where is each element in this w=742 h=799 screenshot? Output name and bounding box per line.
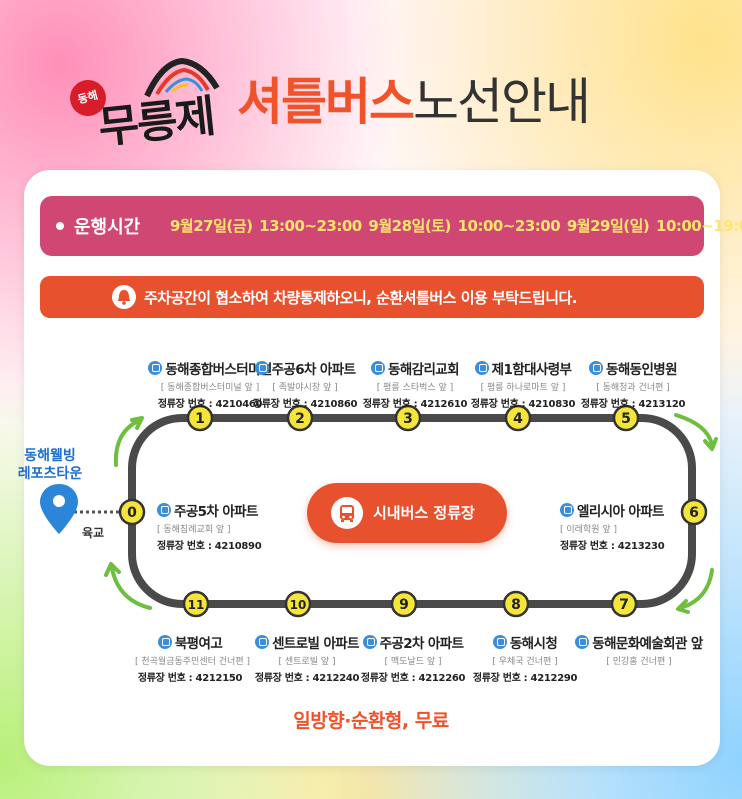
bus-stop-icon [255,635,270,649]
operating-hours-bar: 운행시간 9월27일(금) 13:00~23:00 9월28일(토) 10:00… [40,196,742,256]
stop-name: 동해시청 [470,632,580,652]
stop-2[interactable]: 주공6차 아파트 [ 족발야시장 앞 ] 정류장 번호 : 4210860 [250,358,360,410]
stop-name-text: 동해동인병원 [606,362,678,378]
logo-text: 무릉제 [96,91,217,154]
stop-landmark: [ 평릉 하나로마트 앞 ] [480,383,566,393]
city-bus-stop-label: 시내버스 정류장 [373,504,475,522]
bus-stop-icon [575,635,590,649]
notice-bar: 주차공간이 협소하여 차량통제하오니, 순환셔틀버스 이용 부탁드립니다. [40,276,704,318]
stop-number-code: 정류장 번호 : 4213230 [560,541,665,552]
stop-landmark: [ 우체국 건너편 ] [492,657,558,667]
stop-name-text: 주공5차 아파트 [174,504,258,520]
overpass-label: 육교 [82,526,105,540]
title-rest: 노선안내 [413,73,591,131]
bullet-icon [56,222,64,230]
stop-number-code: 정류장 번호 : 4212610 [362,399,468,410]
hours-times: 9월27일(금) 13:00~23:00 9월28일(토) 10:00~23:0… [170,217,742,235]
stop-name-text: 동해감리교회 [388,362,460,378]
stop-4[interactable]: 제1함대사령부 [ 평릉 하나로마트 앞 ] 정류장 번호 : 4210830 [468,358,578,410]
stop-number-code: 정류장 번호 : 4210860 [252,399,358,410]
stop-name-text: 북평여고 [174,636,223,652]
stop-name-text: 제1함대사령부 [491,362,572,378]
festival-logo: 동해 무릉제 [65,58,220,154]
stop-10[interactable]: 센트로빌 아파트 [ 센트로빌 앞 ] 정류장 번호 : 4212240 [252,632,362,684]
stop-11[interactable]: 북평여고 [ 천곡월금동주민센터 건너편 ] 정류장 번호 : 4212150 [135,632,250,684]
bus-stop-icon [371,361,386,375]
stop-6[interactable]: 엘리시아 아파트 [ 이레학원 앞 ] 정류장 번호 : 4213230 [560,500,665,552]
stop-name: 북평여고 [135,632,245,652]
notice-text: 주차공간이 협소하여 차량통제하오니, 순환셔틀버스 이용 부탁드립니다. [144,289,578,307]
stop-9[interactable]: 주공2차 아파트 [ 맥도날드 앞 ] 정류장 번호 : 4212260 [358,632,468,684]
bus-stop-icon [362,635,377,649]
stop-number-code: 정류장 번호 : 4212260 [360,673,466,684]
origin-label: 동해웰빙 레포츠타운 [10,447,90,483]
stop-landmark: [ 평릉 스타벅스 앞 ] [376,383,454,393]
stop-landmark: [ 맥도날드 앞 ] [384,657,442,667]
stop-3[interactable]: 동해감리교회 [ 평릉 스타벅스 앞 ] 정류장 번호 : 4212610 [360,358,470,410]
stop-number-code: 정류장 번호 : 4213120 [580,399,686,410]
bus-stop-icon [492,635,507,649]
bus-stop-icon [474,361,489,375]
bell-icon [112,285,136,309]
hours-label: 운행시간 [74,217,141,238]
stop-name: 동해문화예술회관 앞 [575,632,703,652]
stop-number-code: 정류장 번호 : 4210830 [470,399,576,410]
stop-name: 엘리시아 아파트 [560,500,664,520]
stop-landmark: [ 동해청과 건너편 ] [596,383,670,393]
bus-stop-icon [148,361,163,375]
origin-label-line1: 동해웰빙 [24,448,76,464]
stop-landmark: [ 이레학원 앞 ] [560,525,618,535]
stop-name-text: 동해시청 [509,636,558,652]
stop-landmark: [ 센트로빌 앞 ] [278,657,336,667]
stop-8[interactable]: 동해시청 [ 우체국 건너편 ] 정류장 번호 : 4212290 [470,632,580,684]
header: 동해 무릉제 셔틀버스노선안내 [0,0,742,170]
stop-landmark: [ 천곡월금동주민센터 건너편 ] [135,657,250,667]
stop-1[interactable]: 동해종합버스터미널 [ 동해종합버스터미널 앞 ] 정류장 번호 : 4210460 [148,358,272,410]
stop-landmark: [ 동해종합버스터미널 앞 ] [160,383,260,393]
stop-5[interactable]: 동해동인병원 [ 동해청과 건너편 ] 정류장 번호 : 4213120 [578,358,688,410]
stop-name: 주공2차 아파트 [358,632,468,652]
title-highlight: 셔틀버스 [237,73,415,131]
stop-landmark: [ 민강홈 건너편 ] [606,657,672,667]
bus-stop-icon [589,361,604,375]
stop-name-text: 센트로빌 아파트 [272,636,359,652]
stop-name: 동해감리교회 [360,358,470,378]
fan-icon [144,58,220,98]
stop-name-text: 엘리시아 아파트 [577,504,664,520]
stop-name-text: 동해문화예술회관 앞 [592,636,703,652]
page-title: 셔틀버스노선안내 [237,72,591,132]
stop-landmark: [ 족발야시장 앞 ] [272,383,338,393]
bus-stop-icon [560,503,574,517]
origin-label-line2: 레포츠타운 [17,466,83,482]
stop-7[interactable]: 동해문화예술회관 앞 [ 민강홈 건너편 ] [575,632,703,667]
stop-name: 제1함대사령부 [468,358,578,378]
stop-name-text: 주공2차 아파트 [379,636,464,652]
footer-note: 일방향·순환형, 무료 [293,710,449,732]
stop-number-code: 정류장 번호 : 4210460 [157,399,263,410]
stop-name: 동해동인병원 [578,358,688,378]
stop-name: 센트로빌 아파트 [252,632,362,652]
bus-stop-icon [157,503,171,517]
stop-name: 주공5차 아파트 [157,500,261,520]
stop-landmark: [ 동해침례교회 앞 ] [157,525,231,535]
stop-number-code: 정류장 번호 : 4212150 [137,673,243,684]
city-bus-stop-button[interactable]: 시내버스 정류장 [307,483,507,543]
stop-name: 주공6차 아파트 [250,358,360,378]
stop-0[interactable]: 주공5차 아파트 [ 동해침례교회 앞 ] 정류장 번호 : 4210890 [157,500,262,552]
stop-name: 동해종합버스터미널 [148,358,272,378]
stop-name-text: 주공6차 아파트 [271,362,356,378]
stop-number-code: 정류장 번호 : 4212240 [254,673,360,684]
bus-stop-icon [157,635,172,649]
stop-number-code: 정류장 번호 : 4210890 [157,541,262,552]
bus-icon [331,497,363,529]
stop-name-text: 동해종합버스터미널 [165,362,272,378]
stop-number-code: 정류장 번호 : 4212290 [472,673,578,684]
bus-stop-icon [254,361,269,375]
